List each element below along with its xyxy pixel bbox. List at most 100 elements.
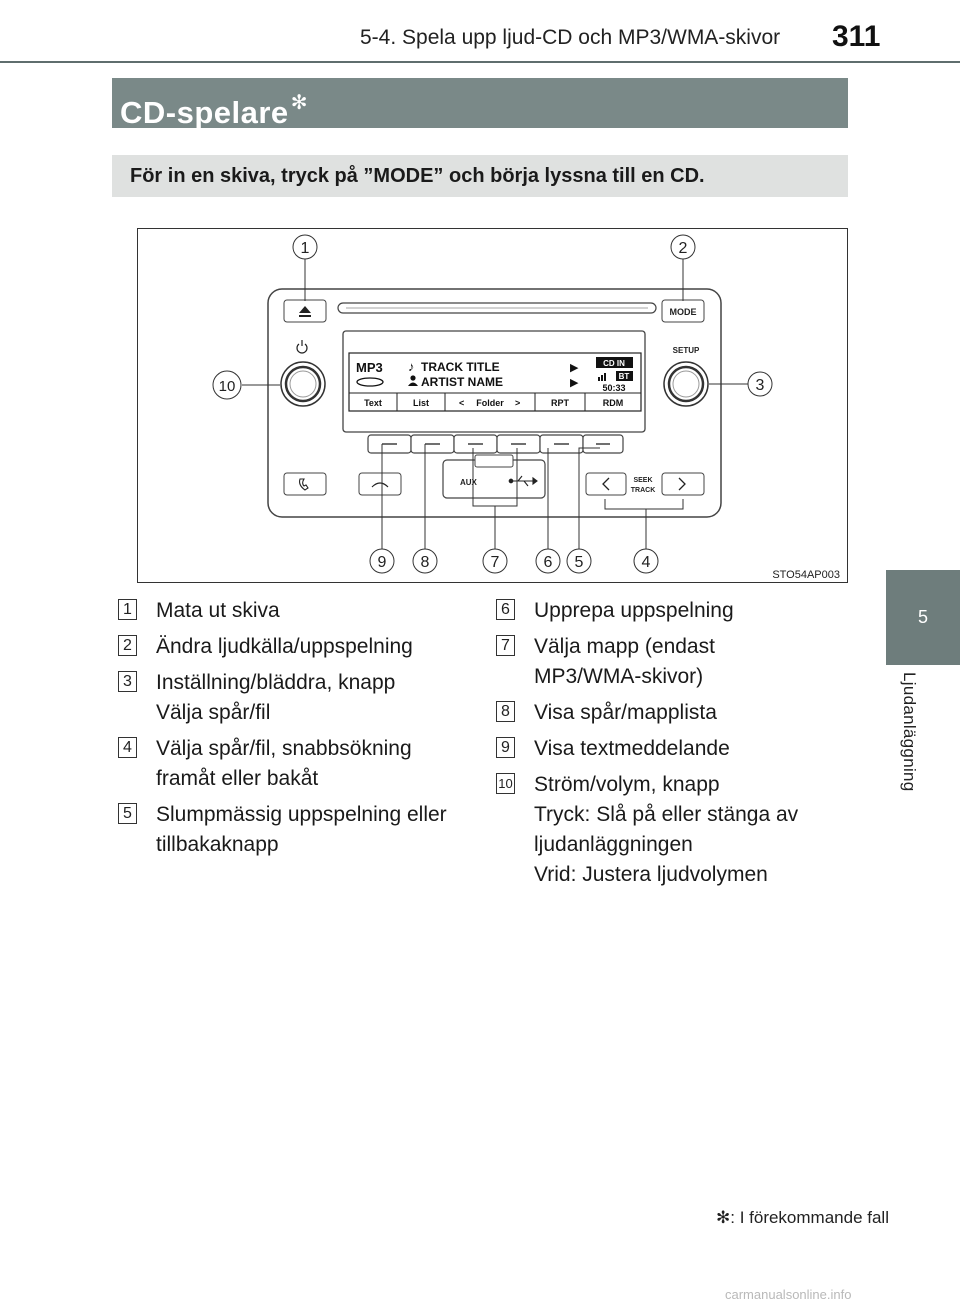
legend-number: 8 bbox=[496, 701, 515, 722]
section-banner: CD-spelare✻ bbox=[112, 78, 848, 130]
cd-in-badge bbox=[596, 357, 633, 368]
legend-text: Välja mapp (endast bbox=[534, 635, 715, 658]
svg-text:5: 5 bbox=[575, 554, 584, 571]
legend-text: Välja spår/fil bbox=[156, 701, 271, 724]
legend-number: 6 bbox=[496, 599, 515, 620]
intro-box: För in en skiva, tryck på ”MODE” och bör… bbox=[112, 155, 848, 197]
display-screen bbox=[348, 352, 642, 412]
legend-item: 8 Visa spår/mapplista bbox=[496, 698, 848, 728]
bt-label: BT bbox=[619, 372, 630, 381]
watermark: carmanualsonline.info bbox=[725, 1287, 852, 1302]
preset-buttons[interactable] bbox=[367, 434, 624, 454]
chapter-name: Ljudanläggning bbox=[900, 672, 919, 792]
disc-icon bbox=[356, 377, 384, 387]
leader-lines bbox=[242, 259, 748, 549]
seek-label-1: SEEK bbox=[633, 477, 652, 484]
display-track: TRACK TITLE bbox=[421, 360, 500, 374]
usb-port bbox=[474, 454, 514, 468]
power-volume-knob[interactable] bbox=[280, 361, 326, 407]
legend-text: tillbakaknapp bbox=[156, 833, 279, 856]
hang-up-button[interactable] bbox=[358, 472, 402, 496]
softkey-list: List bbox=[413, 398, 429, 408]
display-time: 50:33 bbox=[602, 383, 625, 393]
hang-up-icon bbox=[371, 482, 389, 488]
callout-10: 10 bbox=[212, 370, 242, 400]
seek-back-button[interactable] bbox=[585, 472, 627, 496]
aux-label: AUX bbox=[460, 478, 478, 487]
softkey-rdm: RDM bbox=[603, 398, 624, 408]
seek-label-2: TRACK bbox=[631, 487, 656, 494]
bt-badge bbox=[616, 371, 633, 381]
legend-number: 3 bbox=[118, 671, 137, 692]
svg-text:7: 7 bbox=[491, 554, 500, 571]
chevron-left-icon bbox=[602, 477, 610, 491]
legend-text: Visa textmeddelande bbox=[534, 737, 730, 760]
svg-text:10: 10 bbox=[219, 378, 236, 395]
softkey-text: Text bbox=[364, 398, 382, 408]
legend-text: Upprepa uppspelning bbox=[534, 599, 734, 622]
signal-icon bbox=[598, 373, 606, 381]
callout-4: 4 bbox=[633, 548, 659, 574]
legend-text: framåt eller bakåt bbox=[156, 767, 319, 790]
callout-9: 9 bbox=[369, 548, 395, 574]
svg-text:6: 6 bbox=[544, 554, 553, 571]
callout-1: 1 bbox=[292, 234, 318, 260]
svg-text:3: 3 bbox=[756, 377, 765, 394]
legend-number: 7 bbox=[496, 635, 515, 656]
phone-button[interactable] bbox=[283, 472, 327, 496]
svg-text:1: 1 bbox=[301, 240, 310, 257]
legend-item: 9 Visa textmeddelande bbox=[496, 734, 848, 764]
legend-number: 5 bbox=[118, 803, 137, 824]
setup-label: SETUP bbox=[673, 346, 700, 355]
legend-text: Vrid: Justera ljudvolymen bbox=[534, 863, 768, 886]
chapter-number: 5 bbox=[917, 607, 928, 627]
legend-number: 9 bbox=[496, 737, 515, 758]
legend-number: 2 bbox=[118, 635, 137, 656]
legend-item: 6 Upprepa uppspelning bbox=[496, 596, 848, 626]
legend-item: 1 Mata ut skiva bbox=[118, 596, 488, 626]
figure-panel: MODE SETUP MP3 ♪ TRACK TITLE ▶ ARTIST NA… bbox=[137, 228, 848, 583]
callout-5: 5 bbox=[566, 548, 592, 574]
legend-number: 4 bbox=[118, 737, 137, 758]
folder-left-chevron: < bbox=[459, 398, 464, 408]
footnote: ✻: I förekommande fall bbox=[716, 1208, 889, 1227]
page-header-text: 5-4. Spela upp ljud-CD och MP3/WMA-skivo… bbox=[360, 26, 781, 49]
section-title: CD-spelare bbox=[120, 95, 289, 130]
music-note-icon: ♪ bbox=[408, 359, 415, 374]
section-marker: ✻ bbox=[290, 92, 308, 114]
mode-button-label: MODE bbox=[670, 307, 697, 317]
power-icon bbox=[296, 340, 308, 354]
usb-icon bbox=[508, 475, 538, 487]
callout-8: 8 bbox=[412, 548, 438, 574]
legend-number: 1 bbox=[118, 599, 137, 620]
svg-text:8: 8 bbox=[421, 554, 430, 571]
svg-text:9: 9 bbox=[378, 554, 387, 571]
cd-in-label: CD IN bbox=[603, 359, 625, 368]
legend-text: ljudanläggningen bbox=[534, 833, 693, 856]
legend-text: MP3/WMA-skivor) bbox=[534, 665, 704, 688]
seek-forward-button[interactable] bbox=[661, 472, 705, 496]
display-play-arrow: ▶ bbox=[570, 362, 579, 374]
softkey-rpt: RPT bbox=[551, 398, 570, 408]
folder-right-chevron: > bbox=[515, 398, 520, 408]
figure-code: STO54AP003 bbox=[772, 569, 840, 581]
svg-text:2: 2 bbox=[679, 240, 688, 257]
person-icon bbox=[408, 375, 418, 386]
legend-text: Mata ut skiva bbox=[156, 599, 280, 622]
callout-2: 2 bbox=[670, 234, 696, 260]
legend-text: Visa spår/mapplista bbox=[534, 701, 717, 724]
chevron-right-icon bbox=[678, 477, 686, 491]
setup-knob[interactable] bbox=[663, 361, 709, 407]
callout-7: 7 bbox=[482, 548, 508, 574]
callout-3: 3 bbox=[747, 371, 773, 397]
callout-6: 6 bbox=[535, 548, 561, 574]
legend-text: Tryck: Slå på eller stänga av bbox=[534, 803, 799, 826]
chapter-tab[interactable]: 5 bbox=[886, 570, 960, 665]
